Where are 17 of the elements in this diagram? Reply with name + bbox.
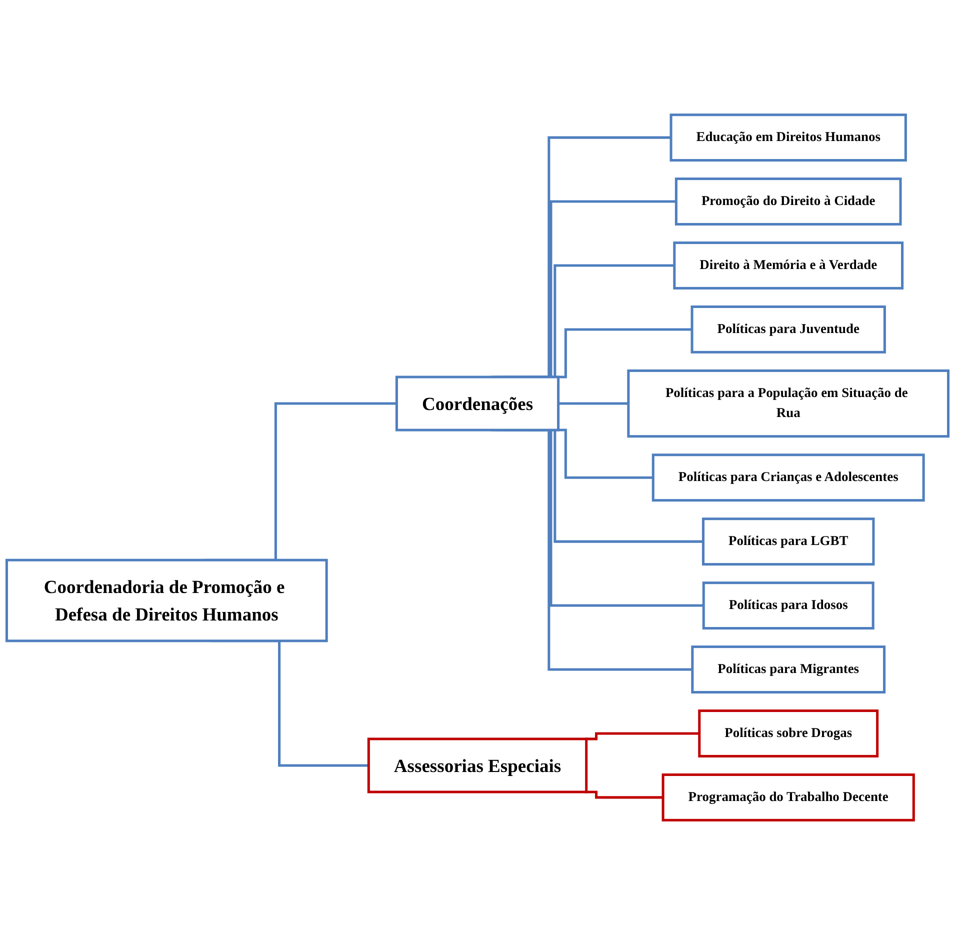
node-box: Políticas sobre Drogas xyxy=(698,709,879,758)
connector xyxy=(585,790,664,799)
node-box: Políticas para Juventude xyxy=(690,305,886,354)
connector xyxy=(558,402,628,405)
node-box: Políticas para LGBT xyxy=(702,518,875,566)
node-box: Políticas para Idosos xyxy=(702,582,874,630)
node-box: Políticas para a População em Situação de Rua xyxy=(627,369,950,438)
node-box: Coordenações xyxy=(395,376,560,432)
node-box: Assessorias Especiais xyxy=(367,738,588,794)
node-box: Direito à Memória e à Verdade xyxy=(673,242,904,290)
node-box: Programação do Trabalho Decente xyxy=(662,773,915,822)
node-box: Promoção do Direito à Cidade xyxy=(674,178,902,226)
connector xyxy=(585,732,700,740)
node-box: Educação em Direitos Humanos xyxy=(670,114,907,162)
node-box: Políticas para Migrantes xyxy=(691,646,886,694)
node-box: Coordenadoria de Promoção e Defesa de Direitos Humanos xyxy=(5,558,328,642)
node-box: Políticas para Crianças e Adolescentes xyxy=(652,454,925,502)
